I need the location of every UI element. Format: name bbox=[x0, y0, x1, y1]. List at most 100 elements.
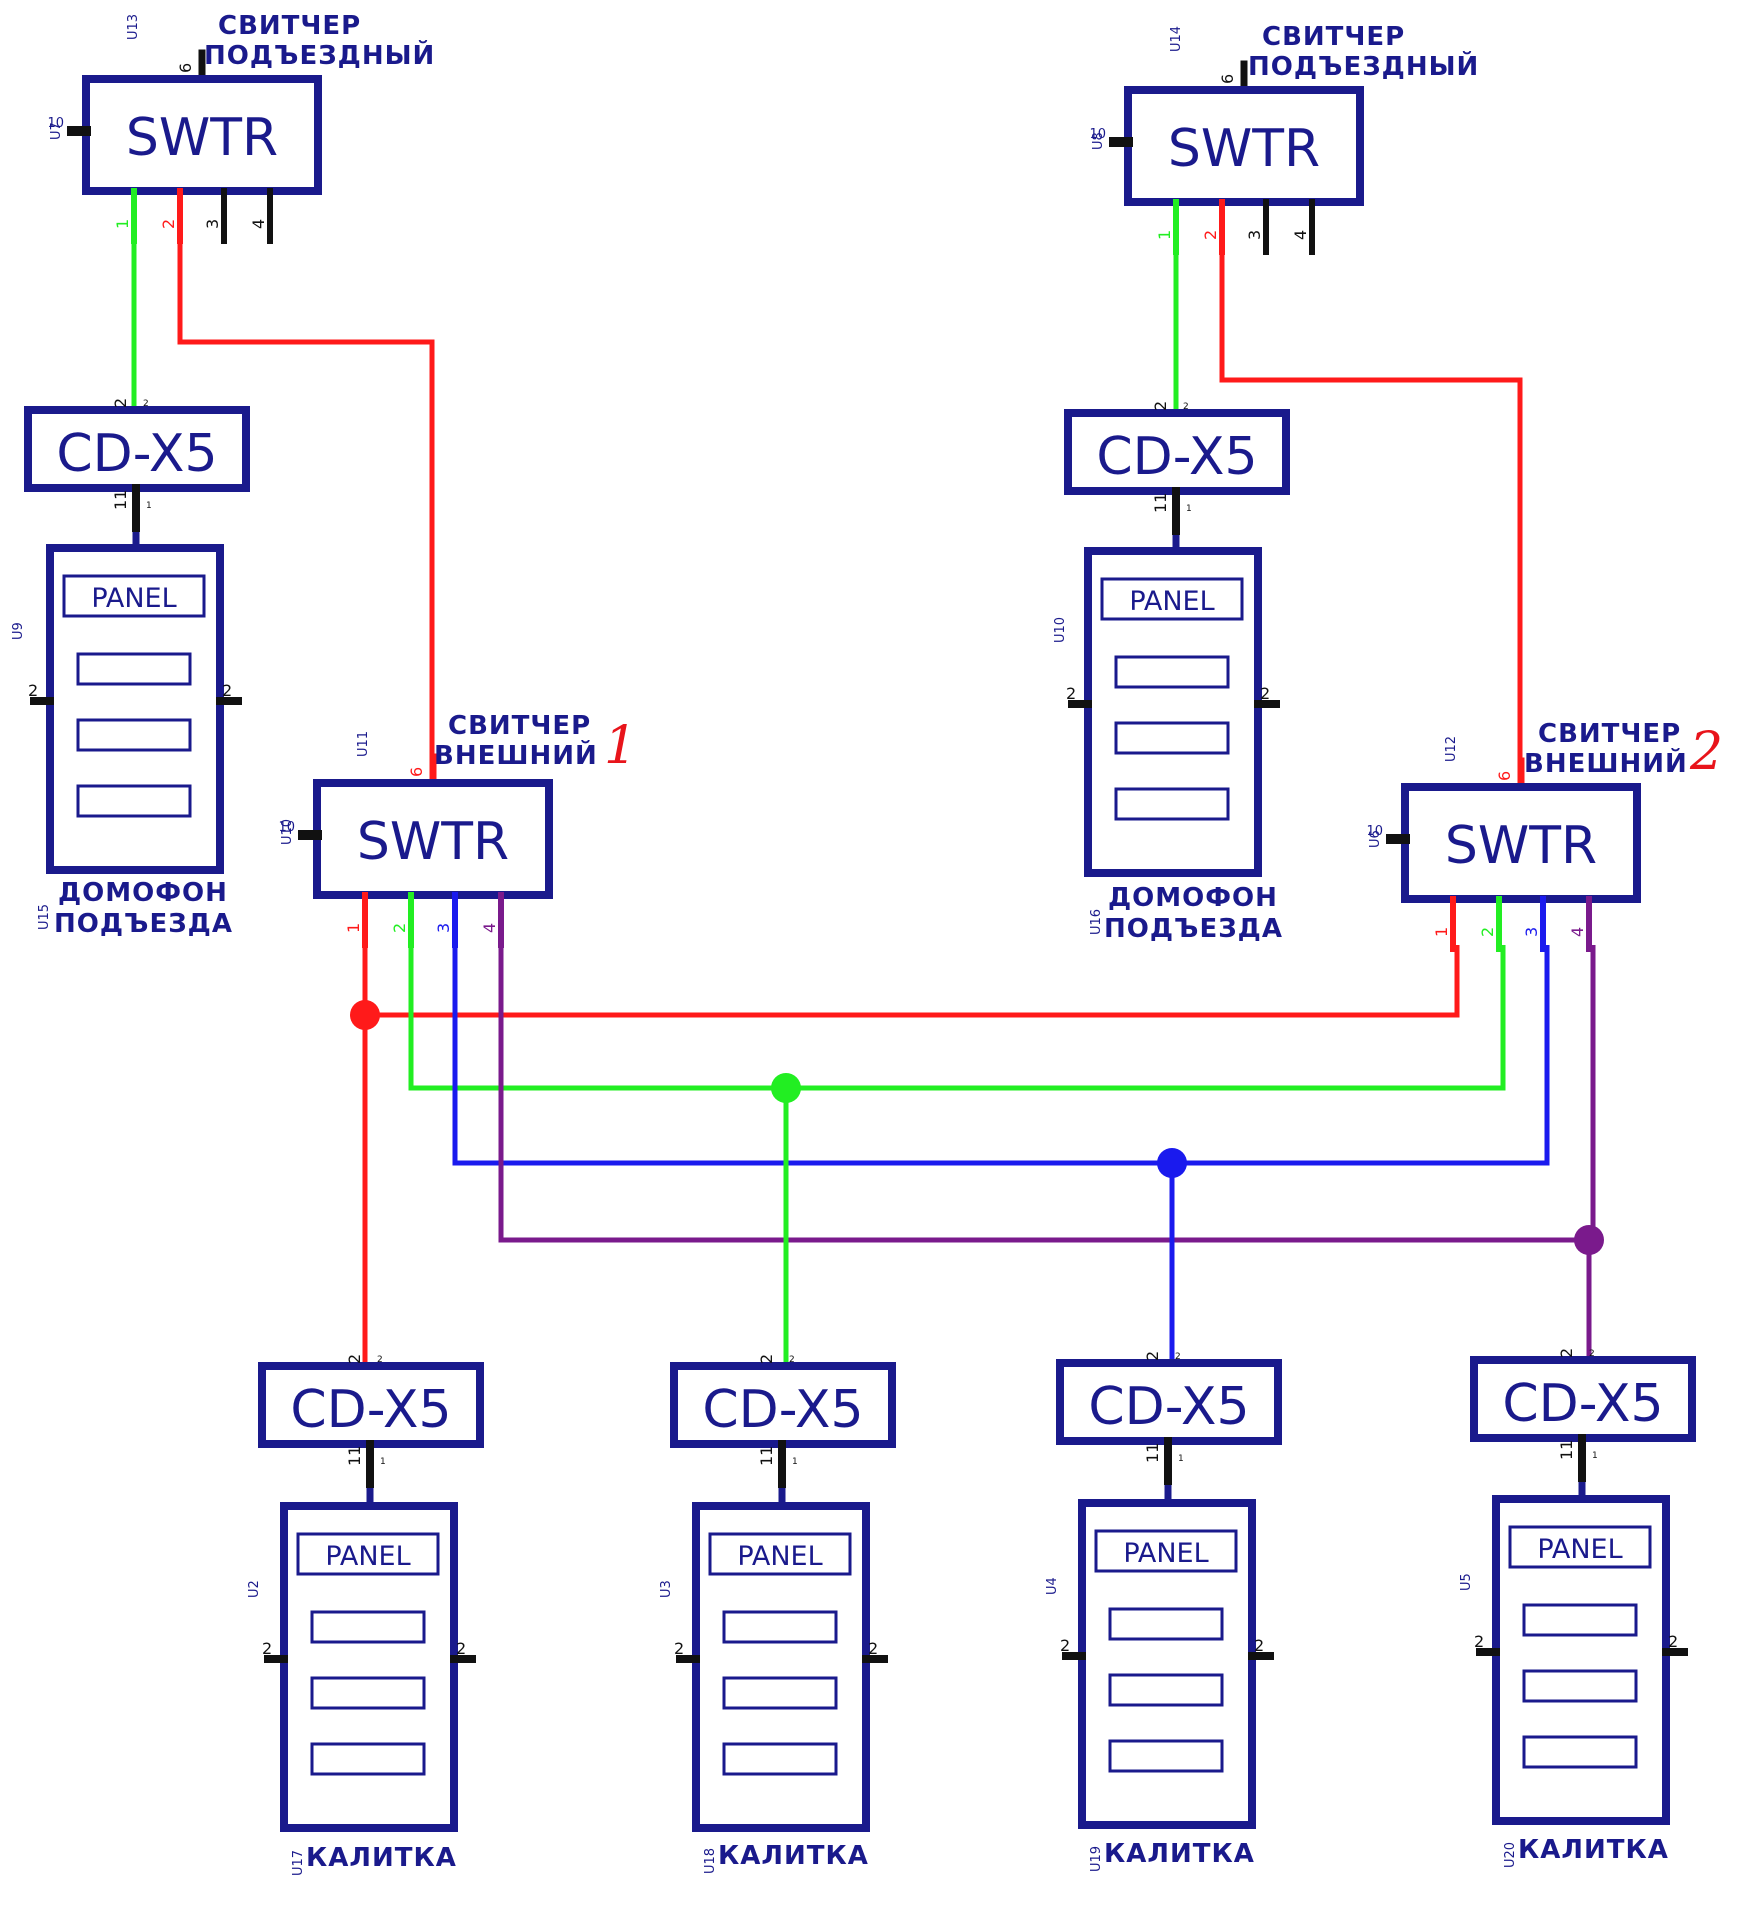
pin-top-small: 2 bbox=[1183, 402, 1189, 412]
pin-bottom-number: 11 bbox=[111, 490, 130, 510]
panel-label: PANEL bbox=[1123, 1538, 1208, 1569]
pin-top-small: 2 bbox=[1589, 1349, 1595, 1359]
ref-designator: U15 bbox=[37, 904, 52, 930]
panel-button bbox=[1522, 1669, 1638, 1703]
panel-label: PANEL bbox=[737, 1541, 822, 1572]
panel-button bbox=[76, 784, 192, 818]
ref-designator: U10 bbox=[1053, 617, 1068, 643]
pin-right-number: 2 bbox=[1260, 684, 1270, 703]
pin-left-number: 2 bbox=[1474, 1632, 1484, 1651]
pin-top-number: 6 bbox=[407, 767, 426, 777]
ref-designator: U19 bbox=[1089, 1846, 1104, 1872]
panel-button bbox=[310, 1676, 426, 1710]
pin-top-number: 2 bbox=[345, 1354, 364, 1364]
wire-red bbox=[1219, 252, 1523, 761]
panel-label: PANEL bbox=[1129, 586, 1214, 617]
panel-button bbox=[76, 718, 192, 752]
switcher-caption-line: ВНЕШНИЙ bbox=[1524, 747, 1688, 779]
panel-button bbox=[1522, 1603, 1638, 1637]
panel-display bbox=[296, 1532, 440, 1576]
switcher-caption-line: СВИТЧЕР bbox=[1538, 719, 1681, 749]
switcher-caption-line: ПОДЪЕЗДНЫЙ bbox=[1248, 50, 1479, 82]
panel-button bbox=[1108, 1607, 1224, 1641]
panel-button bbox=[1108, 1739, 1224, 1773]
switcher-caption-line: ПОДЪЕЗДНЫЙ bbox=[204, 39, 435, 71]
pin-left-number: 10 bbox=[47, 116, 64, 131]
pin-bottom-number: 3 bbox=[1245, 230, 1264, 240]
pin-bottom-number: 3 bbox=[1522, 927, 1541, 937]
switcher-caption-line: СВИТЧЕР bbox=[218, 11, 361, 41]
pin-bottom-small: 1 bbox=[1592, 1451, 1598, 1461]
switcher-label: SWTR bbox=[1168, 119, 1320, 179]
junction-dot bbox=[771, 1073, 801, 1103]
converter-label: CD-X5 bbox=[290, 1380, 451, 1440]
ref-designator: U13 bbox=[126, 14, 141, 40]
converter-label: CD-X5 bbox=[56, 424, 217, 484]
panel-display bbox=[1508, 1525, 1652, 1569]
switcher-caption-line: ВНЕШНИЙ bbox=[434, 739, 598, 771]
pin-bottom-number: 4 bbox=[1291, 230, 1310, 240]
ref-designator: U18 bbox=[703, 1848, 718, 1874]
panel-button bbox=[1114, 787, 1230, 821]
panel-caption-line: КАЛИТКА bbox=[306, 1843, 457, 1873]
ref-designator: U3 bbox=[659, 1580, 674, 1598]
wire-bus-red bbox=[362, 945, 1460, 1018]
ref-designator: U11 bbox=[356, 731, 371, 757]
ref-designator: U5 bbox=[1459, 1573, 1474, 1591]
panel-display bbox=[1094, 1529, 1238, 1573]
panel-label: PANEL bbox=[325, 1541, 410, 1572]
pin-right-number: 2 bbox=[456, 1639, 466, 1658]
panel-button bbox=[722, 1610, 838, 1644]
pin-top-number: 2 bbox=[1143, 1351, 1162, 1361]
junction-dot bbox=[1157, 1148, 1187, 1178]
converter-label: CD-X5 bbox=[1502, 1374, 1663, 1434]
wire-bus-green bbox=[408, 945, 1506, 1091]
panel-caption-line: ДОМОФОН bbox=[58, 878, 228, 908]
pin-bottom-number: 3 bbox=[434, 923, 453, 933]
pin-top-number: 2 bbox=[111, 398, 130, 408]
pin-left-number: 10 bbox=[278, 820, 295, 835]
panel-button bbox=[310, 1742, 426, 1776]
panel-display bbox=[708, 1532, 852, 1576]
panel-caption-line: ПОДЪЕЗДА bbox=[54, 909, 233, 939]
pin-top-small: 2 bbox=[789, 1355, 795, 1365]
wire-bus-blue bbox=[452, 945, 1550, 1166]
pin-bottom-number: 11 bbox=[1143, 1443, 1162, 1463]
ref-designator: U10 bbox=[280, 819, 295, 845]
ref-designator: U20 bbox=[1503, 1842, 1518, 1868]
pin-top-small: 2 bbox=[143, 399, 149, 409]
switcher-body bbox=[313, 779, 553, 899]
pin-left-number: 2 bbox=[28, 681, 38, 700]
pin-left-number: 2 bbox=[674, 1639, 684, 1658]
pin-top-number: 2 bbox=[1557, 1348, 1576, 1358]
pin-bottom-number: 3 bbox=[203, 219, 222, 229]
converter-body bbox=[1064, 409, 1290, 495]
pin-bottom-number: 2 bbox=[390, 923, 409, 933]
ref-designator: U6 bbox=[1368, 830, 1383, 848]
pin-bottom-number: 1 bbox=[344, 923, 363, 933]
panel-caption-line: ДОМОФОН bbox=[1108, 883, 1278, 913]
converter-label: CD-X5 bbox=[702, 1380, 863, 1440]
pin-left-number: 10 bbox=[1366, 824, 1383, 839]
ref-designator: U4 bbox=[1045, 1577, 1060, 1595]
pin-top-small: 2 bbox=[1175, 1352, 1181, 1362]
panel-button bbox=[1114, 655, 1230, 689]
pin-right-number: 2 bbox=[222, 681, 232, 700]
pin-bottom-number: 1 bbox=[1155, 230, 1174, 240]
pin-bottom-number: 11 bbox=[757, 1446, 776, 1466]
ref-designator: U17 bbox=[291, 1850, 306, 1876]
panel-button bbox=[1522, 1735, 1638, 1769]
